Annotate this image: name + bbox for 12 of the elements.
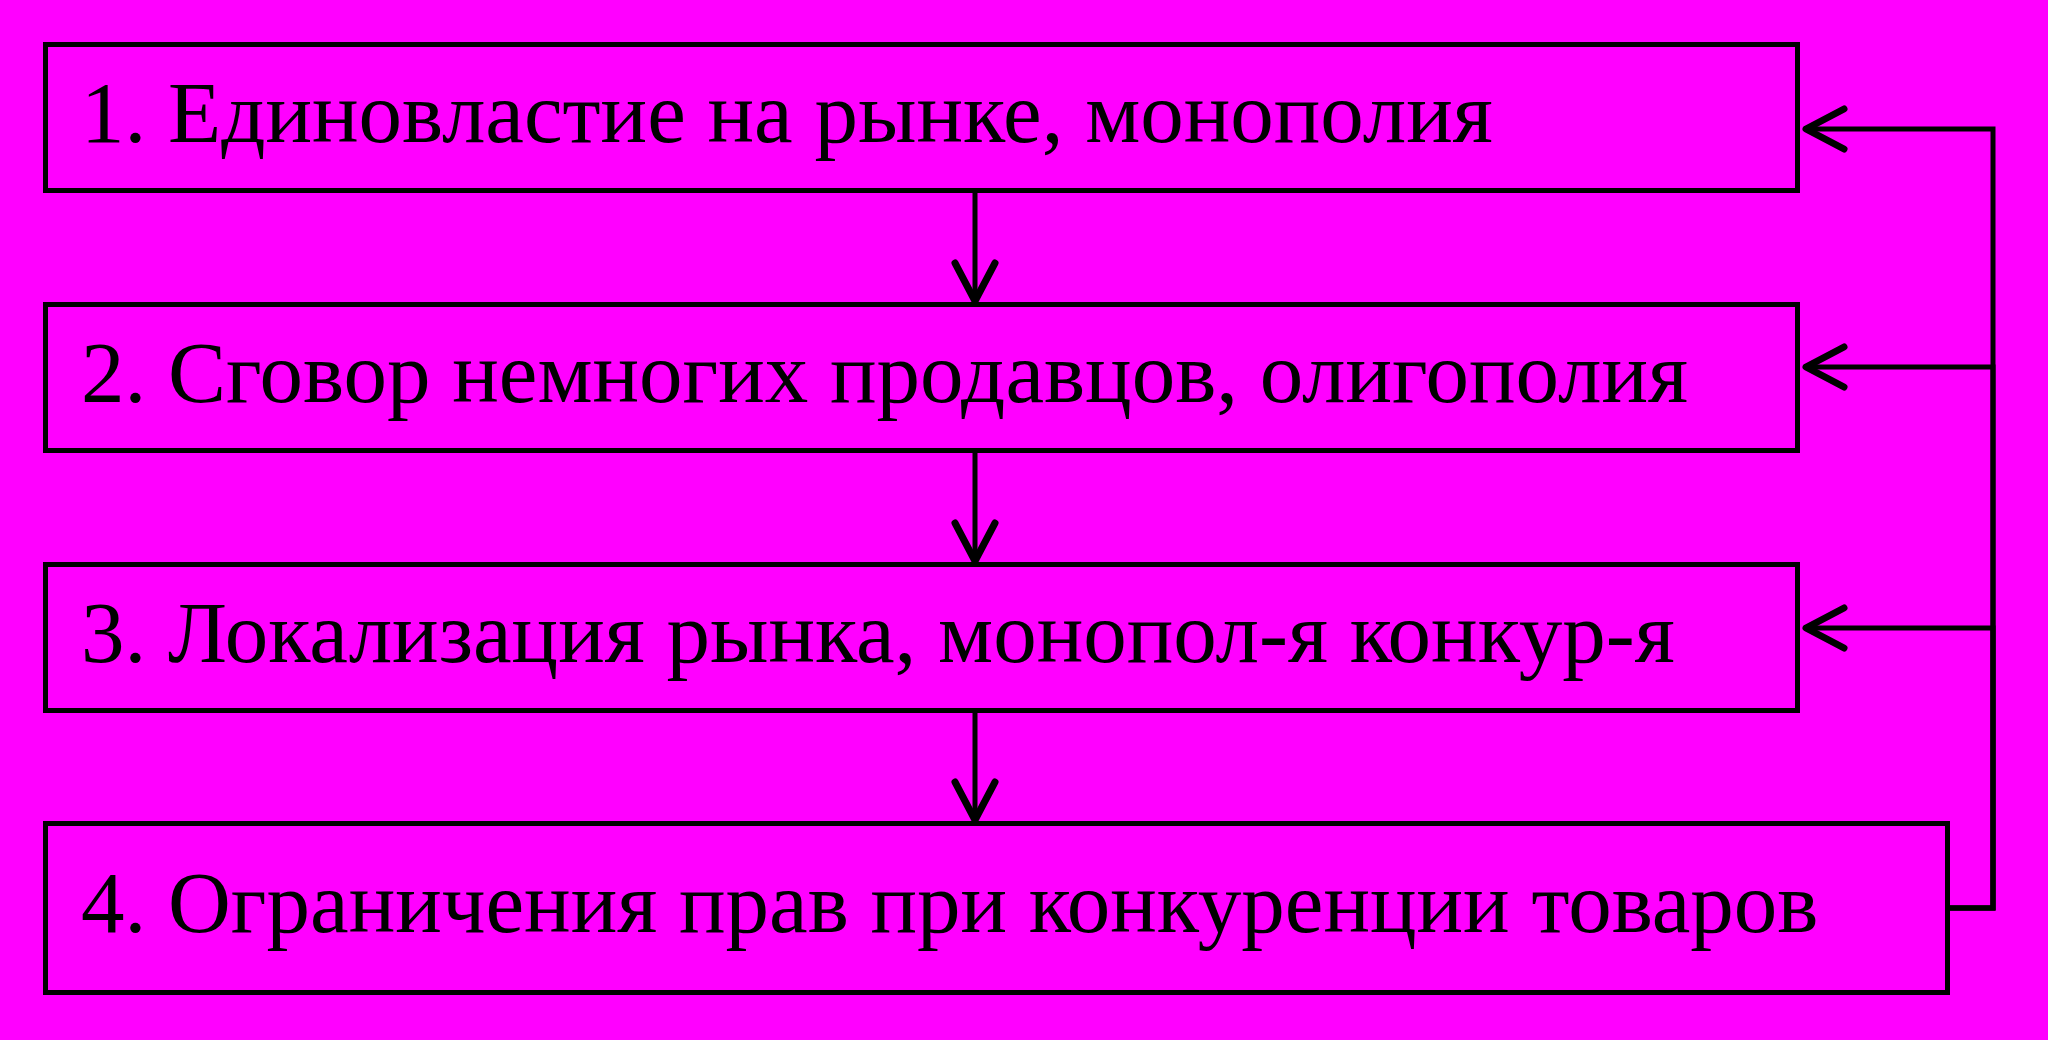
arrow <box>951 713 999 824</box>
arrow <box>951 453 999 565</box>
process-box <box>43 42 1800 193</box>
step-text: 4. Ограничения прав при конкуренции товаров <box>81 855 1819 951</box>
process-box <box>43 821 1950 995</box>
step-text: 3. Локализация рынка, монопол-я конкур-я <box>81 584 1675 681</box>
process-box <box>43 562 1800 713</box>
arrow <box>951 193 999 305</box>
step-text: 2. Сговор немногих продавцов, олигополия <box>81 324 1688 421</box>
arrow <box>1802 604 1996 911</box>
step-text: 1. Единовластие на рынке, монополия <box>81 64 1493 161</box>
process-box <box>43 302 1800 453</box>
